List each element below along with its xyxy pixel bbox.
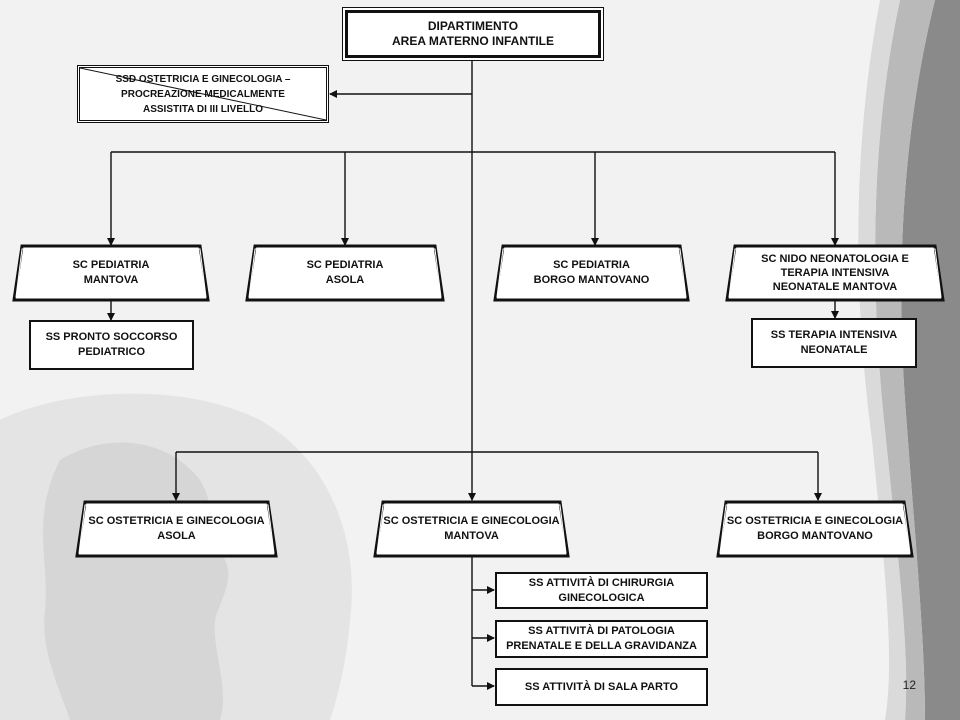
sc-nido: SC NIDO NEONATOLOGIA E TERAPIA INTENSIVA… [727, 246, 943, 300]
ssd-line-1: SSD OSTETRICIA E GINECOLOGIA – [115, 73, 291, 85]
ss-sala-parto: SS ATTIVITÀ DI SALA PARTO [495, 668, 708, 706]
dipartimento-subtitle: AREA MATERNO INFANTILE [392, 34, 554, 48]
sc-nido-line-3: NEONATALE MANTOVA [772, 281, 898, 293]
crossed-out-mark [80, 68, 326, 120]
swoosh-mid [875, 0, 935, 720]
ss-patologia-line-2: PRENATALE E DELLA GRAVIDANZA [506, 640, 697, 652]
sc-pediatria-borgo-line-1: SC PEDIATRIA [553, 259, 630, 271]
dipartimento-box: DIPARTIMENTO AREA MATERNO INFANTILE [345, 10, 601, 58]
sc-ostetricia-asola: SC OSTETRICIA E GINECOLOGIA ASOLA [77, 502, 276, 556]
sc-ostetricia-borgo: SC OSTETRICIA E GINECOLOGIA BORGO MANTOV… [718, 502, 912, 556]
ss-terapia-intensiva: SS TERAPIA INTENSIVA NEONATALE [751, 318, 917, 368]
page-number: 12 [902, 678, 916, 692]
sc-pediatria-asola-line-1: SC PEDIATRIA [306, 259, 384, 271]
ss-patologia-line-1: SS ATTIVITÀ DI PATOLOGIA [528, 625, 675, 637]
ss-chirurgia-line-2: GINECOLOGICA [558, 591, 645, 604]
ssd-box: SSD OSTETRICIA E GINECOLOGIA – PROCREAZI… [77, 65, 329, 123]
sc-ost-asola-shape [75, 500, 278, 558]
ssd-line-2: PROCREAZIONE MEDICALMENTE [121, 88, 285, 100]
sc-pediatria-mantova: SC PEDIATRIA MANTOVA [14, 246, 208, 300]
sc-pediatria-mantova-line-2: MANTOVA [83, 274, 139, 286]
sc-ost-mantova-shape [373, 500, 570, 558]
sc-ost-borgo-shape [716, 500, 914, 558]
ss-patologia-prenatale: SS ATTIVITÀ DI PATOLOGIA PRENATALE E DEL… [495, 620, 708, 658]
sc-pediatria-asola-line-2: ASOLA [325, 274, 365, 286]
sc-ost-borgo-line-1: SC OSTETRICIA E GINECOLOGIA [726, 515, 904, 527]
ss-pronto-soccorso: SS PRONTO SOCCORSO PEDIATRICO [29, 320, 194, 370]
dipartimento-title: DIPARTIMENTO [427, 19, 519, 33]
sc-nido-line-1: SC NIDO NEONATOLOGIA E [761, 253, 909, 265]
sc-pediatria-asola-shape [245, 244, 445, 302]
ss-terapia-line-1: SS TERAPIA INTENSIVA [770, 329, 898, 341]
sc-ost-asola-line-1: SC OSTETRICIA E GINECOLOGIA [88, 515, 265, 527]
ss-pronto-line-2: PEDIATRICO [77, 346, 146, 358]
sc-pediatria-mantova-line-1: SC PEDIATRIA [72, 259, 150, 271]
ssd-line-3: ASSISTITA DI III LIVELLO [142, 103, 263, 115]
sc-nido-shape [725, 244, 945, 302]
ss-pronto-line-1: SS PRONTO SOCCORSO [45, 331, 178, 343]
sc-pediatria-borgo: SC PEDIATRIA BORGO MANTOVANO [495, 246, 688, 300]
ss-sala-line-1: SS ATTIVITÀ DI SALA PARTO [524, 680, 679, 693]
sc-ost-borgo-line-2: BORGO MANTOVANO [757, 530, 873, 542]
sc-nido-line-2: TERAPIA INTENSIVA [780, 267, 890, 279]
swoosh-dark [901, 0, 960, 720]
ss-terapia-line-2: NEONATALE [800, 344, 868, 356]
sc-ost-mantova-line-2: MANTOVA [444, 530, 499, 542]
sc-pediatria-mantova-shape [12, 244, 210, 302]
ss-chirurgia-line-1: SS ATTIVITÀ DI CHIRURGIA [528, 576, 675, 589]
sc-ost-asola-line-2: ASOLA [157, 530, 196, 542]
sc-ostetricia-mantova: SC OSTETRICIA E GINECOLOGIA MANTOVA [375, 502, 568, 556]
ss-chirurgia-ginecologica: SS ATTIVITÀ DI CHIRURGIA GINECOLOGICA [495, 572, 708, 609]
sc-ost-mantova-line-1: SC OSTETRICIA E GINECOLOGIA [383, 515, 560, 527]
sc-pediatria-asola: SC PEDIATRIA ASOLA [247, 246, 443, 300]
sc-pediatria-borgo-line-2: BORGO MANTOVANO [533, 274, 650, 286]
sc-pediatria-borgo-shape [493, 244, 690, 302]
